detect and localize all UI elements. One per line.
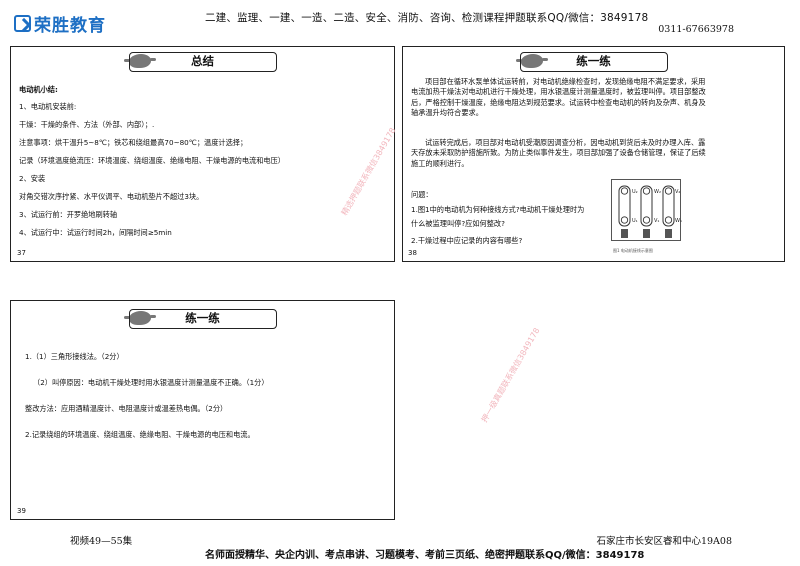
decorative-blob-icon xyxy=(124,311,156,325)
logo-text: 荣胜教育 xyxy=(34,16,106,36)
slide-title: 总结 xyxy=(128,52,277,72)
question-label: 问题： xyxy=(411,190,433,199)
slide-title-bar: 练一练 xyxy=(403,52,784,74)
lead-wire xyxy=(621,229,628,238)
answer-line: 2.记录绕组的环境温度、绕组温度、绝缘电阻、干燥电源的电压和电流。 xyxy=(25,430,255,439)
terminal xyxy=(620,216,629,224)
answer-line: （2）叫停原因：电动机干燥处理时用水银温度计测量温度不正确。（1分） xyxy=(33,378,269,387)
terminal-label: W₁ xyxy=(675,218,682,224)
case-paragraph: 试运转完成后，项目部对电动机受潮原因调查分析，因电动机到货后未及时办理入库、露天… xyxy=(411,138,706,168)
answer-line: 1.（1）三角形接线法。（2分） xyxy=(25,352,124,361)
figure-caption: 图1 电动机接线示意图 xyxy=(613,248,653,253)
terminal-label: U₂ xyxy=(632,189,638,195)
header-banner: 二建、监理、一建、一造、二造、安全、消防、咨询、检测课程押题联系QQ/微信：38… xyxy=(205,12,649,24)
question-line: 1.图1中的电动机为何种接线方式?电动机干燥处理时为 xyxy=(411,205,585,214)
footer-left: 视频49—55集 xyxy=(70,536,133,547)
summary-line: 干燥：干燥的条件、方法（外部、内部）；. xyxy=(19,120,155,129)
question-line: 什么被监理叫停?应如何整改? xyxy=(411,219,505,228)
motor-wiring-figure: U₂ W₂ V₂ U₁ V₁ W₁ xyxy=(611,179,682,241)
summary-heading: 电动机小结: xyxy=(19,85,58,94)
slide-38: 练一练 项目部在循环水泵单体试运转前，对电动机绝缘检查时，发现绝缘电阻不满足要求… xyxy=(402,46,785,262)
terminal-strap xyxy=(662,185,675,227)
slide-title: 练一练 xyxy=(128,309,277,329)
summary-line: 3、试运行前：开罗绝地刷转轴 xyxy=(19,210,118,219)
summary-line: 4、试运行中：试运行时间2h，间隔时间≥5min xyxy=(19,228,172,237)
header-phone: 0311-67663978 xyxy=(658,24,734,35)
terminal xyxy=(664,187,673,195)
summary-line: 记录（环境温度绝流压：环境温度、绕组温度、绝缘电阻、干燥电源的电流和电压） xyxy=(19,156,285,165)
case-paragraph: 项目部在循环水泵单体试运转前，对电动机绝缘检查时，发现绝缘电阻不满足要求，采用电… xyxy=(411,77,706,118)
motor-wiring-diagram: U₂ W₂ V₂ U₁ V₁ W₁ xyxy=(618,185,682,238)
summary-line: 2、安装 xyxy=(19,174,46,183)
page-number: 39 xyxy=(17,507,26,515)
logo: 荣胜教育 xyxy=(14,11,106,36)
lead-wire xyxy=(643,229,650,238)
page-number: 38 xyxy=(408,249,417,257)
slide-37: 总结 电动机小结: 1、电动机安装前: 干燥：干燥的条件、方法（外部、内部）；.… xyxy=(10,46,398,262)
lead-wire xyxy=(665,229,672,238)
terminal-label: V₂ xyxy=(675,189,680,195)
terminal xyxy=(642,216,651,224)
summary-line: 注意事项：烘干温升5~8℃；铁芯和绕组最高70~80℃；温度计选择； xyxy=(19,138,248,147)
decorative-blob-icon xyxy=(124,54,156,68)
terminal xyxy=(620,187,629,195)
page-number: 37 xyxy=(17,249,26,257)
answer-line: 整改方法：应用酒精温度计、电阻温度计或温差热电偶。（2分） xyxy=(25,404,228,413)
terminal xyxy=(642,187,651,195)
terminal-label: V₁ xyxy=(654,218,659,224)
decorative-blob-icon xyxy=(516,54,548,68)
terminal-strap xyxy=(640,185,653,227)
slide-title: 练一练 xyxy=(519,52,668,72)
terminal-label: W₂ xyxy=(654,189,661,195)
terminal-strap xyxy=(618,185,631,227)
terminal-label: U₁ xyxy=(632,218,638,224)
watermark: 精选押题联系微信3849178 xyxy=(339,126,398,217)
watermark: 押一级真题联系微信3849178 xyxy=(479,326,542,424)
logo-mark-icon xyxy=(14,15,31,32)
footer-banner: 名师面授精华、央企内训、考点串讲、习题模考、考前三页纸、绝密押题联系QQ/微信：… xyxy=(205,550,645,561)
summary-line: 1、电动机安装前: xyxy=(19,102,77,111)
footer-right: 石家庄市长安区睿和中心19A08 xyxy=(596,536,732,547)
slide-title-bar: 练一练 xyxy=(11,309,394,331)
summary-line: 对角交错次序拧紧、水平仪调平、电动机垫片不超过3块。 xyxy=(19,192,204,201)
terminal xyxy=(664,216,673,224)
slide-39: 练一练 1.（1）三角形接线法。（2分） （2）叫停原因：电动机干燥处理时用水银… xyxy=(10,300,541,520)
question-line: 2.干燥过程中应记录的内容有哪些? xyxy=(411,236,523,245)
slide-title-bar: 总结 xyxy=(11,52,394,74)
